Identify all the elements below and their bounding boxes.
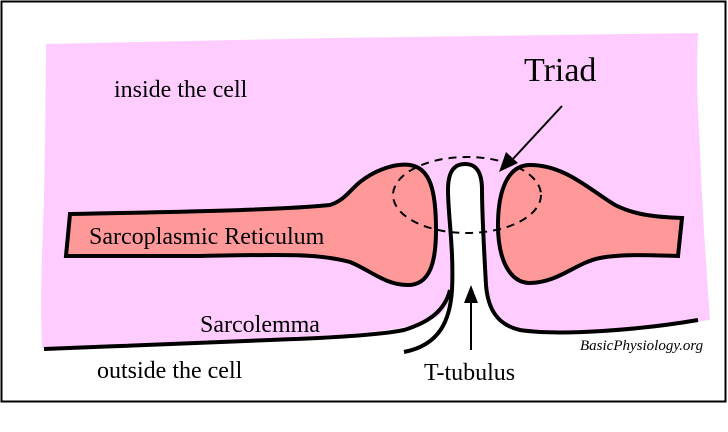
sarcolemma-line (43, 289, 452, 351)
label-sarcolemma: Sarcolemma (200, 312, 320, 338)
triad-outline (392, 156, 542, 234)
sarcoplasmic-reticulum-right (495, 162, 685, 286)
label-triad: Triad (524, 52, 596, 89)
label-t-tubulus: T-tubulus (424, 360, 515, 386)
label-outside-cell: outside the cell (97, 358, 243, 384)
sarcoplasmic-reticulum-left (63, 162, 439, 288)
t-tubule (403, 161, 699, 354)
t-tubule-arrow (464, 285, 478, 350)
credit-text: BasicPhysiology.org (580, 338, 704, 354)
label-inside-cell: inside the cell (114, 77, 248, 103)
label-sarcoplasmic-reticulum: Sarcoplasmic Reticulum (89, 224, 325, 250)
triad-arrow (499, 105, 563, 172)
